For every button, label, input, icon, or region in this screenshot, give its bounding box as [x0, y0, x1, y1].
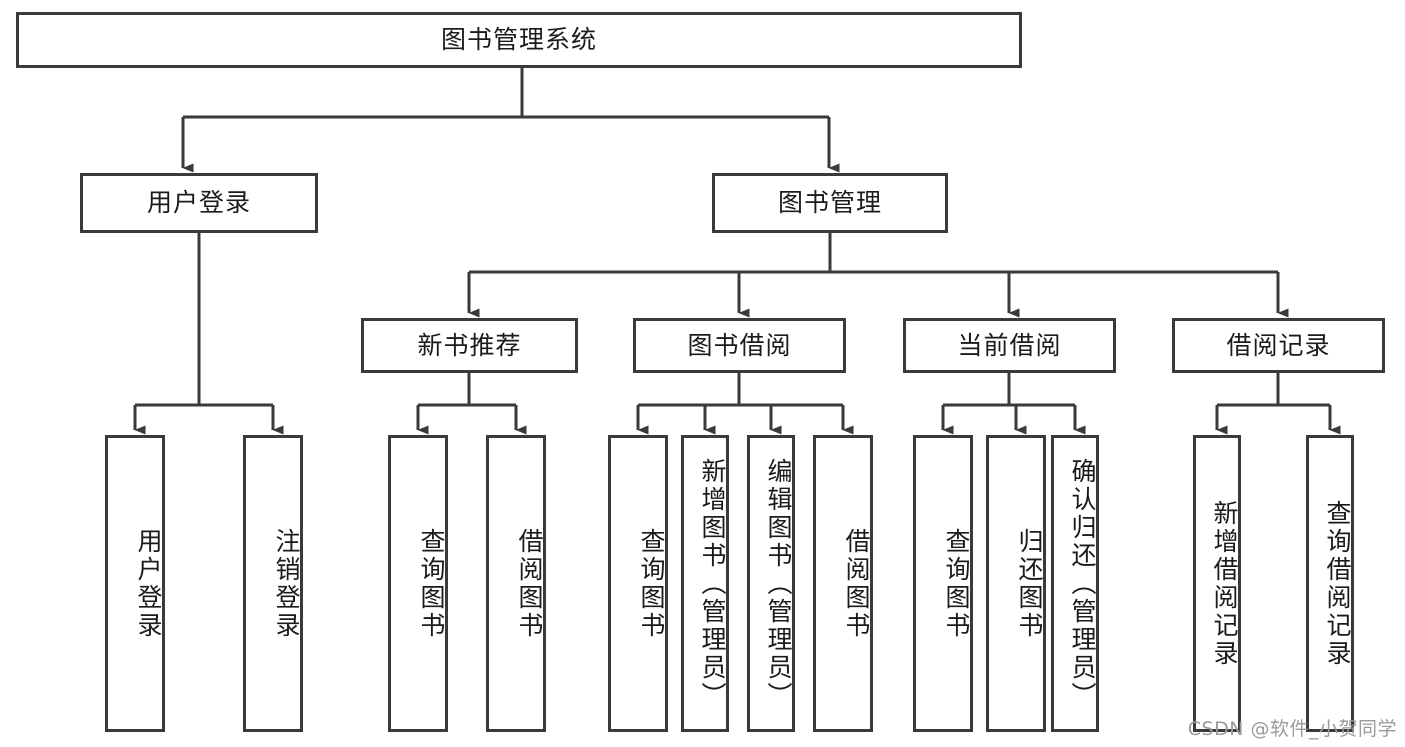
node-user-login-do-label: 用户登录	[134, 527, 163, 640]
node-user-logout-label: 注销登录	[272, 527, 301, 640]
node-user-logout[interactable]: 注销登录	[243, 435, 303, 732]
node-query-borrow-record-label: 查询借阅记录	[1323, 499, 1352, 668]
node-borrow-records[interactable]: 借阅记录	[1172, 318, 1385, 373]
node-book-borrow[interactable]: 图书借阅	[633, 318, 846, 373]
node-query-books-1-label: 查询图书	[417, 527, 446, 640]
node-user-login[interactable]: 用户登录	[80, 173, 318, 233]
node-borrow-books-2-label: 借阅图书	[842, 527, 871, 640]
node-borrow-books-1[interactable]: 借阅图书	[486, 435, 546, 732]
node-borrow-books-2[interactable]: 借阅图书	[813, 435, 873, 732]
node-current-borrow[interactable]: 当前借阅	[903, 318, 1116, 373]
node-query-books-2-label: 查询图书	[637, 527, 666, 640]
node-return-books-label: 归还图书	[1015, 527, 1044, 640]
node-query-borrow-record[interactable]: 查询借阅记录	[1306, 435, 1354, 732]
node-new-book-recommend-label: 新书推荐	[417, 330, 522, 360]
node-current-borrow-label: 当前借阅	[957, 330, 1062, 360]
node-query-books-3[interactable]: 查询图书	[913, 435, 973, 732]
node-query-books-3-label: 查询图书	[942, 527, 971, 640]
node-add-book-admin-label: 新增图书（管理员）	[698, 457, 727, 710]
node-add-borrow-record[interactable]: 新增借阅记录	[1193, 435, 1241, 732]
node-confirm-return-admin[interactable]: 确认归还（管理员）	[1051, 435, 1099, 732]
node-user-login-do[interactable]: 用户登录	[105, 435, 165, 732]
node-edit-book-admin-label: 编辑图书（管理员）	[764, 457, 793, 710]
node-book-management[interactable]: 图书管理	[712, 173, 948, 233]
node-query-books-1[interactable]: 查询图书	[388, 435, 448, 732]
node-book-management-label: 图书管理	[777, 188, 882, 218]
node-borrow-records-label: 借阅记录	[1226, 330, 1331, 360]
node-user-login-label: 用户登录	[146, 188, 251, 218]
node-new-book-recommend[interactable]: 新书推荐	[361, 318, 578, 373]
node-confirm-return-admin-label: 确认归还（管理员）	[1068, 457, 1097, 710]
csdn-watermark: CSDN @软件_小贺同学	[1187, 718, 1397, 740]
node-add-borrow-record-label: 新增借阅记录	[1210, 499, 1239, 668]
node-book-borrow-label: 图书借阅	[687, 330, 792, 360]
node-query-books-2[interactable]: 查询图书	[608, 435, 668, 732]
node-root[interactable]: 图书管理系统	[16, 12, 1022, 68]
node-edit-book-admin[interactable]: 编辑图书（管理员）	[747, 435, 795, 732]
node-add-book-admin[interactable]: 新增图书（管理员）	[681, 435, 729, 732]
node-root-label: 图书管理系统	[440, 25, 597, 55]
node-borrow-books-1-label: 借阅图书	[515, 527, 544, 640]
node-return-books[interactable]: 归还图书	[986, 435, 1046, 732]
